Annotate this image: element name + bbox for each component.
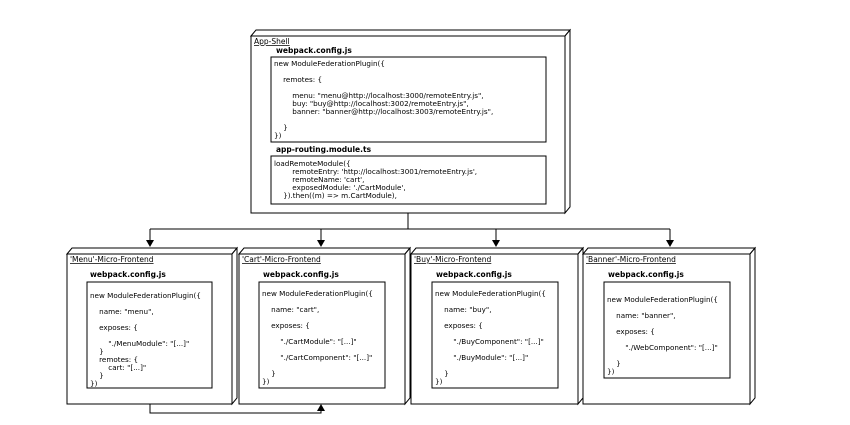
banner-mf-code: new ModuleFederationPlugin({ name: "bann…: [607, 295, 718, 376]
cart-mf-node: 'Cart'-Micro-Frontend webpack.config.js …: [237, 246, 412, 406]
code-line: }).then((m) => m.CartModule),: [274, 191, 397, 200]
code-line: "./CartComponent": "[...]": [262, 353, 372, 362]
menu-mf-code: new ModuleFederationPlugin({ name: "menu…: [90, 291, 201, 388]
code-line: name: "menu",: [90, 307, 154, 316]
app-shell-node-side: [564, 28, 571, 215]
code-line: "./BuyComponent": "[...]": [435, 337, 544, 346]
buy-mf-node-side: [577, 246, 584, 406]
app-shell-routing-code-box: [270, 155, 547, 205]
app-shell-node-top: [249, 29, 572, 37]
code-line: exposes: {: [607, 327, 655, 336]
code-line: "./MenuModule": "[...]": [90, 339, 189, 348]
code-line: remotes: {: [274, 75, 322, 84]
code-line: exposes: {: [90, 323, 138, 332]
buy-mf-node: 'Buy'-Micro-Frontend webpack.config.js n…: [409, 246, 585, 406]
code-line: name: "buy",: [435, 305, 492, 314]
code-line: }: [262, 369, 276, 378]
code-line: buy: "buy@http://localhost:3002/remoteEn…: [274, 99, 469, 108]
code-line: exposedModule: './CartModule',: [274, 183, 406, 192]
code-line: remoteEntry: 'http://localhost:3001/remo…: [274, 167, 477, 176]
buy-mf-node-top: [409, 247, 585, 255]
connector-menu-to-cart: [149, 404, 325, 414]
menu-mf-node-side: [231, 246, 238, 406]
menu-mf-node-top: [65, 247, 239, 255]
code-line: new ModuleFederationPlugin({: [435, 289, 546, 298]
code-line: exposes: {: [435, 321, 483, 330]
buy-mf-title: 'Buy'-Micro-Frontend: [414, 255, 492, 264]
code-line: banner: "banner@http://localhost:3003/re…: [274, 107, 493, 116]
app-shell-routing-label: app-routing.module.ts: [276, 145, 372, 154]
code-line: }: [435, 369, 449, 378]
cart-mf-code-box: [258, 281, 386, 389]
menu-mf-webpack-label: webpack.config.js: [90, 270, 166, 279]
code-line: name: "banner",: [607, 311, 676, 320]
code-line: remoteName: 'cart',: [274, 175, 364, 184]
code-line: "./WebComponent": "[...]": [607, 343, 718, 352]
code-line: new ModuleFederationPlugin({: [607, 295, 718, 304]
code-line: }): [262, 377, 270, 386]
code-line: new ModuleFederationPlugin({: [262, 289, 373, 298]
app-shell-webpack-label: webpack.config.js: [276, 46, 352, 55]
code-line: }): [274, 131, 282, 140]
code-line: new ModuleFederationPlugin({: [274, 59, 385, 68]
banner-mf-title: 'Banner'-Micro-Frontend: [586, 255, 676, 264]
buy-mf-code: new ModuleFederationPlugin({ name: "buy"…: [435, 289, 546, 386]
cart-mf-node-side: [404, 246, 411, 406]
code-line: }: [607, 359, 621, 368]
app-shell-webpack-code: new ModuleFederationPlugin({ remotes: { …: [274, 59, 493, 140]
app-shell-routing-code: loadRemoteModule({ remoteEntry: 'http://…: [274, 159, 477, 200]
banner-mf-node-side: [749, 246, 756, 406]
code-line: loadRemoteModule({: [274, 159, 351, 168]
code-line: }: [90, 347, 104, 356]
banner-mf-code-box: [603, 281, 731, 379]
cart-mf-node-top: [237, 247, 412, 255]
code-line: "./BuyModule": "[...]": [435, 353, 528, 362]
banner-mf-node: 'Banner'-Micro-Frontend webpack.config.j…: [581, 246, 757, 406]
banner-mf-webpack-label: webpack.config.js: [608, 270, 684, 279]
cart-mf-code: new ModuleFederationPlugin({ name: "cart…: [262, 289, 373, 386]
code-line: name: "cart",: [262, 305, 319, 314]
code-line: }): [435, 377, 443, 386]
app-shell-title: App-Shell: [254, 37, 290, 46]
code-line: exposes: {: [262, 321, 310, 330]
connectors: [146, 213, 674, 414]
code-line: }): [607, 367, 615, 376]
code-line: }): [90, 379, 98, 388]
code-line: new ModuleFederationPlugin({: [90, 291, 201, 300]
cart-mf-title: 'Cart'-Micro-Frontend: [242, 255, 321, 264]
menu-mf-code-box: [86, 281, 213, 389]
buy-mf-webpack-label: webpack.config.js: [436, 270, 512, 279]
menu-mf-title: 'Menu'-Micro-Frontend: [70, 255, 154, 264]
app-shell-node: App-Shell webpack.config.js new ModuleFe…: [249, 28, 572, 215]
code-line: remotes: {: [90, 355, 138, 364]
code-line: "./CartModule": "[...]": [262, 337, 357, 346]
code-line: }: [274, 123, 288, 132]
buy-mf-code-box: [431, 281, 559, 389]
banner-mf-node-top: [581, 247, 757, 255]
code-line: }: [90, 371, 104, 380]
app-shell-webpack-code-box: [270, 56, 547, 143]
code-line: cart: "[...]": [90, 363, 146, 372]
cart-mf-webpack-label: webpack.config.js: [263, 270, 339, 279]
code-line: menu: "menu@http://localhost:3000/remote…: [274, 91, 484, 100]
menu-mf-node: 'Menu'-Micro-Frontend webpack.config.js …: [65, 246, 239, 406]
